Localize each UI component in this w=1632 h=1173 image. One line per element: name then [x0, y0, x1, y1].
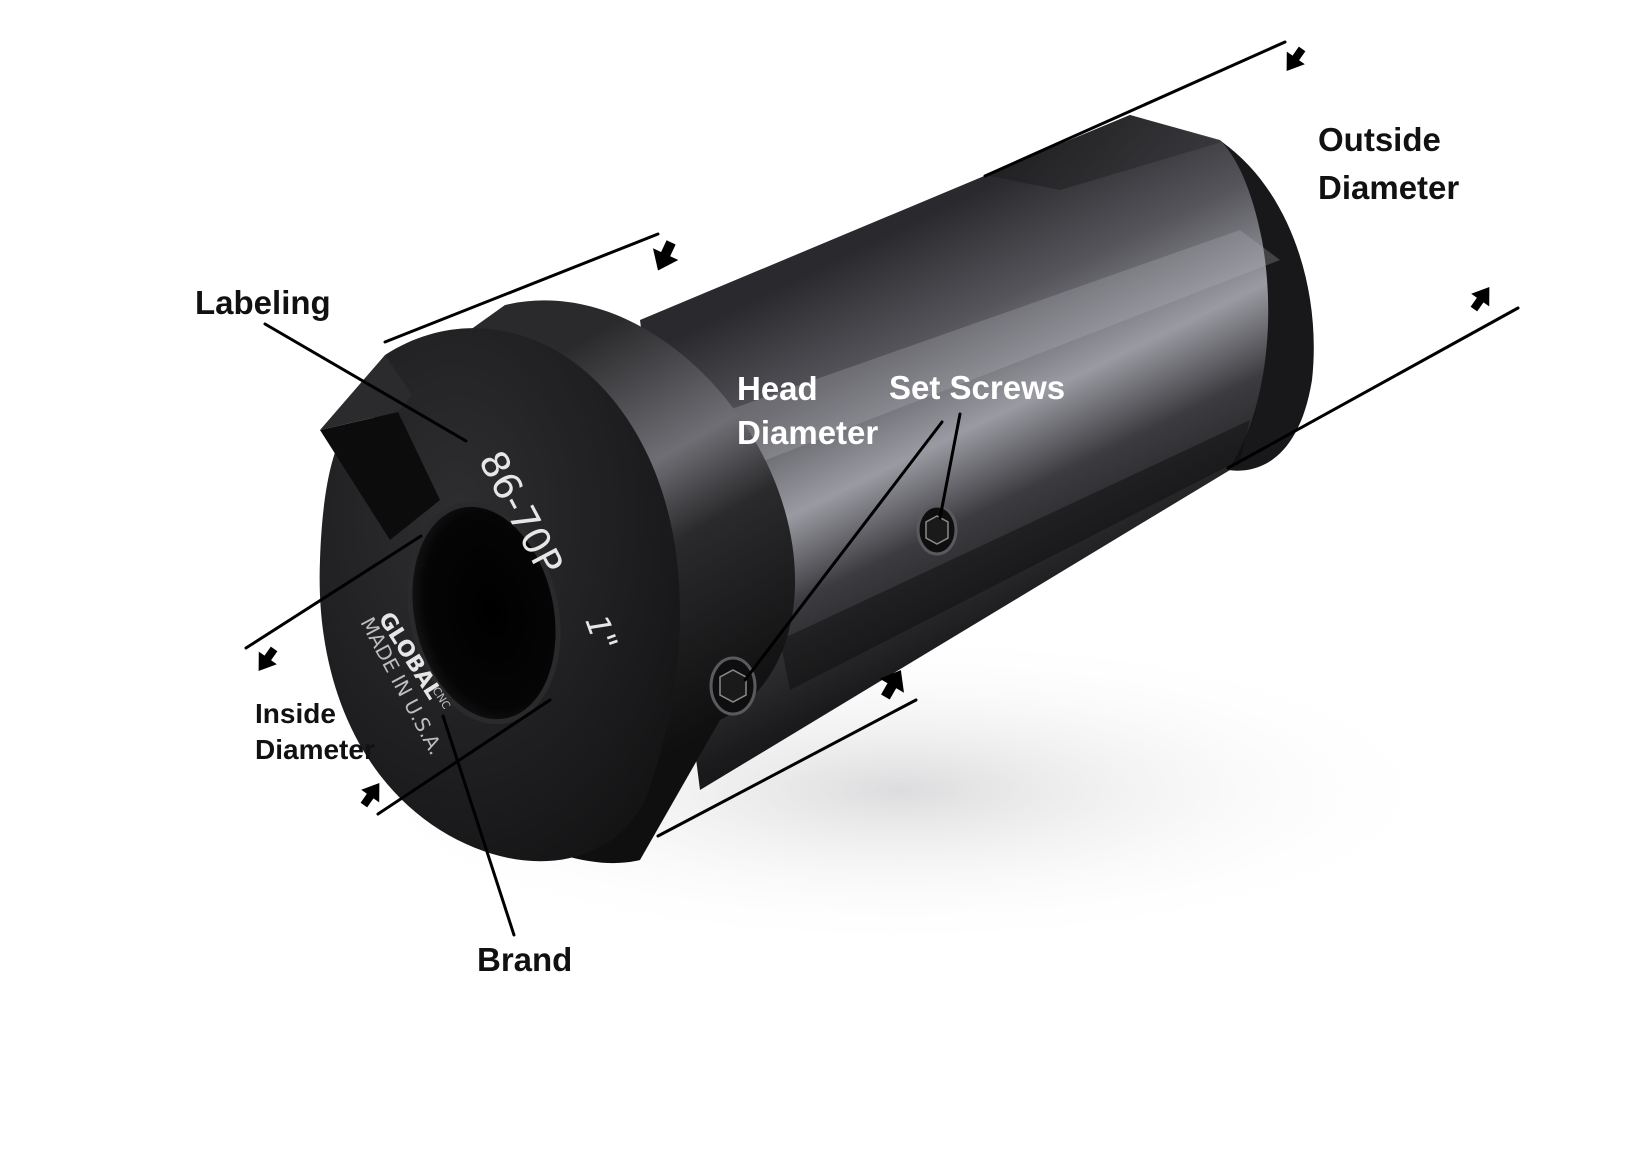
outside-diameter-callout-line1: Outside	[1318, 121, 1441, 158]
outside-dim-top-line	[983, 40, 1287, 178]
inside-diameter-callout-line1: Inside	[255, 698, 336, 729]
arrow-icon	[879, 670, 904, 700]
head-dim-top-line	[383, 232, 660, 344]
front-face	[319, 328, 680, 862]
arrow-icon	[258, 646, 278, 672]
set-screw-leader-2	[938, 412, 962, 520]
labeling-leader-line	[263, 322, 468, 443]
arrow-icon	[1470, 286, 1490, 312]
bushing-body	[640, 115, 1314, 790]
callout-labels: Labeling Outside Diameter Head Diameter …	[195, 121, 1459, 978]
brand-leader-line	[441, 714, 516, 937]
inside-diameter-callout-line2: Diameter	[255, 734, 375, 765]
brand-callout: Brand	[477, 941, 572, 978]
inside-dim-bottom-line	[376, 698, 552, 816]
keyway-notch	[320, 412, 440, 540]
arrow-icon	[1286, 46, 1306, 72]
hex-socket-screw-icon	[709, 656, 757, 716]
head-dim-bottom-line	[656, 698, 918, 838]
labeling-callout: Labeling	[195, 284, 331, 321]
outside-diameter-callout-line2: Diameter	[1318, 169, 1459, 206]
arrow-icon	[360, 782, 380, 808]
annotation-lines	[244, 40, 1520, 937]
hex-socket-screw-icon	[916, 504, 958, 556]
arrow-icon	[652, 240, 679, 271]
set-screws-callout: Set Screws	[889, 369, 1065, 406]
inside-dim-top-line	[244, 534, 423, 650]
outside-dim-bottom-line	[1226, 306, 1520, 470]
set-screw-leader-1	[743, 420, 944, 682]
inside-bore	[407, 501, 561, 725]
head-diameter-callout-line2: Diameter	[737, 414, 878, 451]
head-diameter-callout-line1: Head	[737, 370, 818, 407]
